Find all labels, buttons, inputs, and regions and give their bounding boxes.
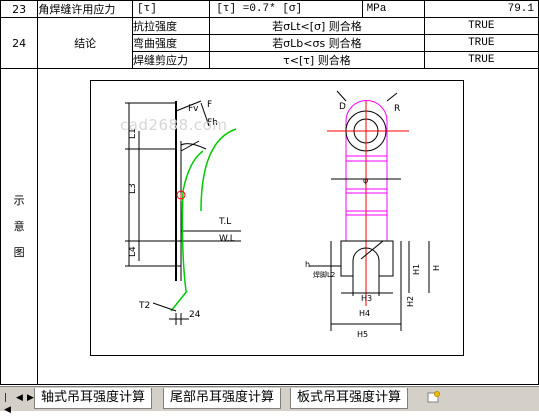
fh-label: Fh bbox=[207, 118, 218, 128]
l3-label: L3 bbox=[128, 183, 138, 194]
r-label: R bbox=[394, 104, 400, 114]
check-result-cell[interactable]: TRUE bbox=[423, 34, 539, 52]
lifting-lug-drawing[interactable]: Fv F Fh L1 L3 L4 T.L W.L T2 24 bbox=[90, 80, 464, 356]
check-label-cell[interactable]: 焊缝剪应力 bbox=[132, 51, 211, 69]
check-label-cell[interactable]: 弯曲强度 bbox=[132, 34, 211, 52]
table-row: 焊缝剪应力 τ<[τ] 则合格 TRUE bbox=[1, 51, 539, 69]
diagram-label-cell[interactable]: 示意图 bbox=[0, 68, 39, 385]
h2-label: H2 bbox=[406, 296, 415, 307]
table-row: 24 结论 抗拉强度 若σLt<[σ] 则合格 TRUE bbox=[0, 17, 539, 69]
t2-label: T2 bbox=[138, 301, 150, 311]
wl-label: W.L bbox=[219, 234, 235, 244]
h3-label: H3 bbox=[361, 294, 372, 303]
d-label: D bbox=[339, 102, 346, 112]
weld-leg-label: 焊脚L2 bbox=[313, 270, 335, 279]
dim-24-label: 24 bbox=[189, 310, 201, 320]
svg-text:φ: φ bbox=[363, 176, 368, 185]
side-view: Fv F Fh L1 L3 L4 T.L W.L T2 24 bbox=[125, 100, 241, 325]
unit-cell[interactable]: MPa bbox=[361, 0, 425, 18]
check-formula-cell[interactable]: 若σLt<[σ] 则合格 bbox=[209, 17, 425, 35]
f-label: F bbox=[207, 100, 212, 110]
fv-label: Fv bbox=[188, 104, 199, 114]
check-result-cell[interactable]: TRUE bbox=[423, 17, 539, 35]
h-small-label: h bbox=[305, 260, 310, 269]
front-view: φ D R h 焊脚L2 H3 H4 H5 bbox=[305, 90, 441, 339]
formula-cell[interactable]: [τ] =0.7* [σ] bbox=[209, 0, 363, 18]
check-label-cell[interactable]: 抗拉强度 bbox=[132, 17, 211, 35]
hh-label: H bbox=[432, 265, 441, 271]
insert-sheet-icon[interactable] bbox=[427, 391, 441, 403]
table-row: 23 角焊缝许用应力 [τ] [τ] =0.7* [σ] MPa 79.1 bbox=[0, 0, 539, 18]
tab-plate-lug[interactable]: 板式吊耳强度计算 bbox=[290, 388, 409, 409]
h4-label: H4 bbox=[359, 309, 370, 318]
tab-first-icon[interactable]: |◀ bbox=[4, 393, 11, 415]
check-result-cell[interactable]: TRUE bbox=[423, 51, 539, 69]
tab-prev-icon[interactable]: ◀ bbox=[16, 393, 23, 403]
tab-next-icon[interactable]: ▶ bbox=[27, 393, 34, 403]
table-row: 弯曲强度 若σLb<σs 则合格 TRUE bbox=[1, 34, 539, 52]
tab-shaft-lug[interactable]: 轴式吊耳强度计算 bbox=[34, 388, 153, 409]
watermark: cad2688.com bbox=[120, 116, 228, 134]
symbol-cell[interactable]: [τ] bbox=[132, 0, 211, 18]
l4-label: L4 bbox=[128, 246, 138, 257]
l1-label: L1 bbox=[128, 128, 138, 139]
h5-label: H5 bbox=[357, 330, 368, 339]
sheet-tab-bar: |◀ ◀ ▶ 轴式吊耳强度计算 尾部吊耳强度计算 板式吊耳强度计算 bbox=[0, 386, 539, 415]
diagram-label: 示意图 bbox=[13, 193, 25, 259]
tl-label: T.L bbox=[218, 217, 231, 227]
h1-label: H1 bbox=[412, 264, 421, 275]
tab-tail-lug[interactable]: 尾部吊耳强度计算 bbox=[163, 388, 282, 409]
check-formula-cell[interactable]: τ<[τ] 则合格 bbox=[209, 51, 425, 69]
check-formula-cell[interactable]: 若σLb<σs 则合格 bbox=[209, 34, 425, 52]
item-name-cell[interactable]: 角焊缝许用应力 bbox=[37, 0, 134, 18]
spreadsheet-area: 23 角焊缝许用应力 [τ] [τ] =0.7* [σ] MPa 79.1 24… bbox=[0, 0, 539, 386]
row-number-cell[interactable]: 24 bbox=[0, 17, 39, 69]
value-cell[interactable]: 79.1 bbox=[423, 0, 539, 18]
item-name-cell[interactable]: 结论 bbox=[37, 17, 134, 69]
drawing-svg: Fv F Fh L1 L3 L4 T.L W.L T2 24 bbox=[125, 90, 441, 339]
row-number-cell[interactable]: 23 bbox=[0, 0, 39, 18]
